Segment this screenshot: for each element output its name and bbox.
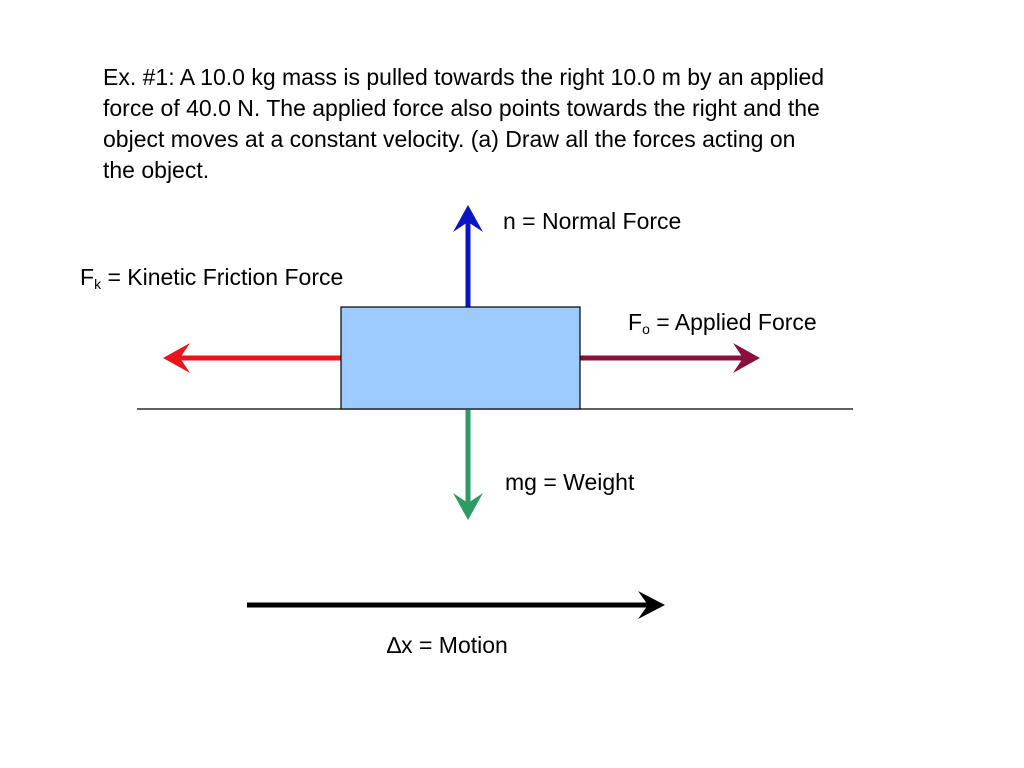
normal-force-label: n = Normal Force [503, 208, 682, 234]
weight-arrow [453, 410, 483, 520]
problem-line-2: force of 40.0 N. The applied force also … [103, 95, 820, 121]
friction-force-label: Fk = Kinetic Friction Force [80, 264, 343, 291]
friction-force-arrow [163, 343, 342, 373]
friction-subscript: k [94, 276, 102, 292]
mass-block [340, 306, 581, 410]
motion-label: ∆x = Motion [387, 632, 508, 658]
applied-label-text: = Applied Force [649, 309, 817, 335]
problem-line-4: the object. [103, 157, 210, 183]
problem-line-1: Ex. #1: A 10.0 kg mass is pulled towards… [103, 64, 825, 90]
friction-label-text: = Kinetic Friction Force [101, 264, 344, 290]
weight-label: mg = Weight [505, 469, 635, 495]
applied-force-arrow [580, 343, 760, 373]
normal-force-arrow [453, 205, 483, 307]
applied-subscript: o [642, 321, 650, 337]
friction-symbol: F [80, 264, 95, 290]
problem-statement: Ex. #1: A 10.0 kg mass is pulled towards… [103, 62, 933, 186]
motion-arrow [247, 591, 665, 619]
applied-symbol: F [628, 309, 643, 335]
applied-force-label: Fo = Applied Force [628, 309, 817, 336]
problem-line-3: object moves at a constant velocity. (a)… [103, 126, 796, 152]
